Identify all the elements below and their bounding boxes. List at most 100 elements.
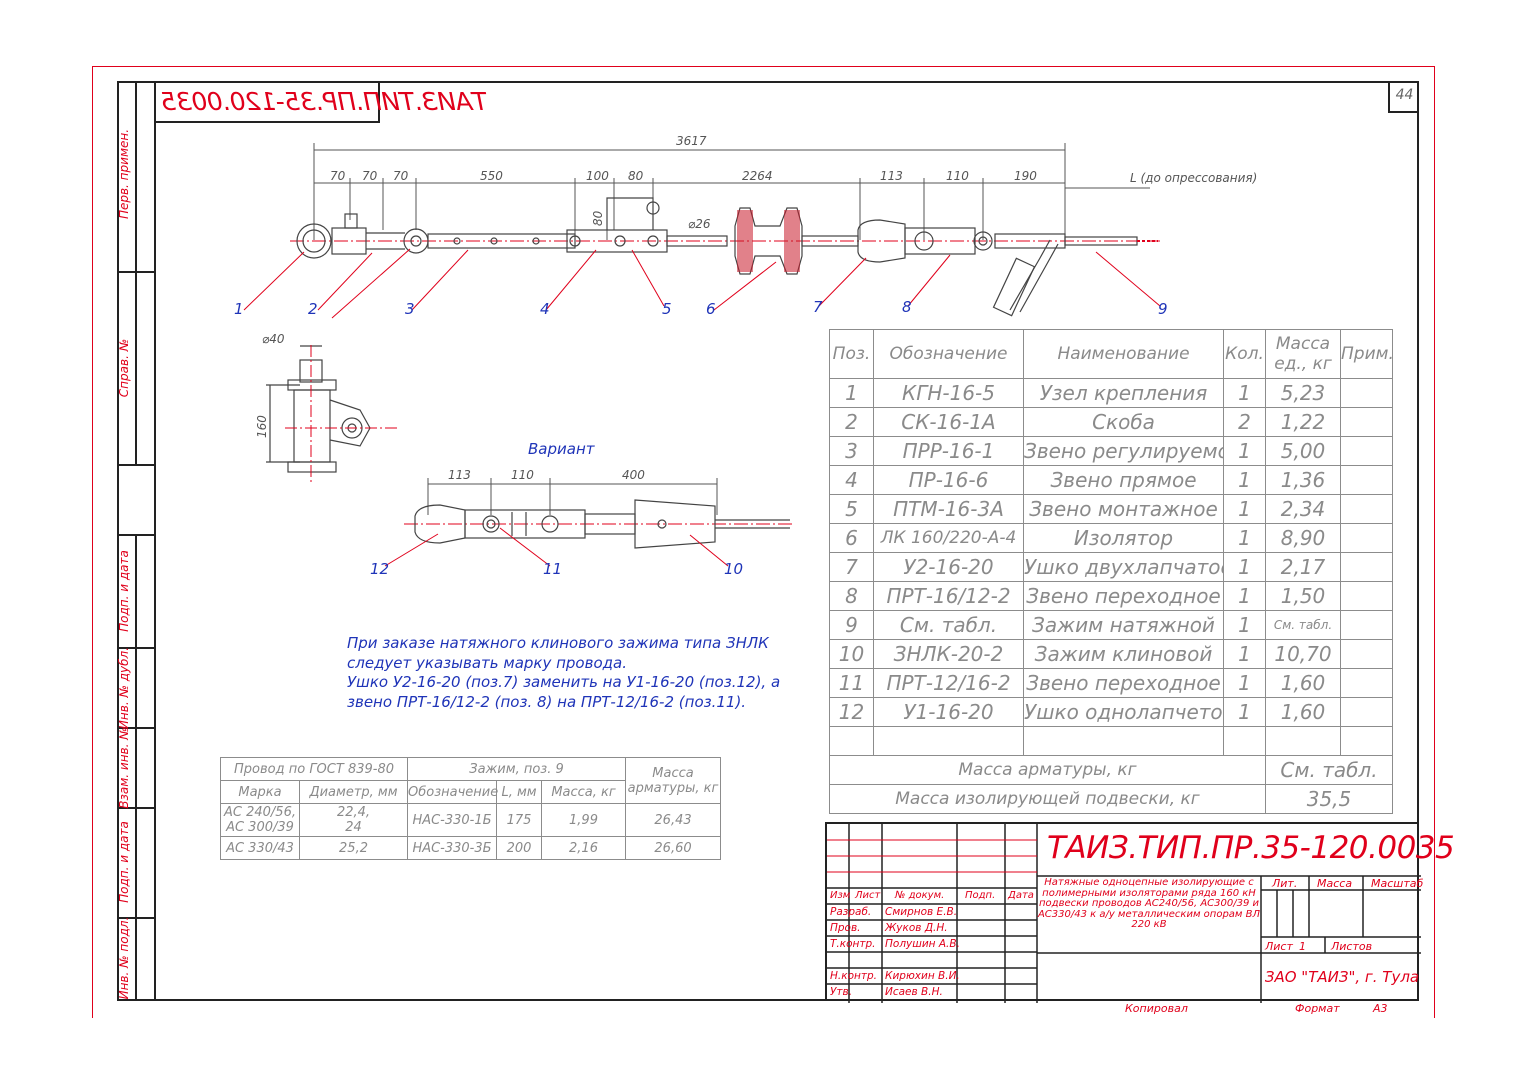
- callout-5: 5: [662, 300, 672, 318]
- variant-callout-12: 12: [370, 560, 389, 578]
- sheets-label: Листов: [1331, 940, 1373, 953]
- table-row-empty: [829, 726, 1393, 756]
- dim-9: 110: [946, 169, 969, 183]
- lit-label: Лит.: [1272, 877, 1298, 890]
- variant-callout-10: 10: [724, 560, 743, 578]
- wire-h-wire: Провод по ГОСТ 839-80: [219, 757, 409, 781]
- col-sign: Подп.: [965, 890, 996, 901]
- wire-h-clamp: Зажим, поз. 9: [407, 757, 627, 781]
- order-note: При заказе натяжного клинового зажима ти…: [347, 634, 780, 712]
- variant-callout-11: 11: [543, 560, 562, 578]
- dim-6: 80: [628, 169, 644, 183]
- role-6: Утв.: [830, 986, 853, 998]
- sheet-no: 1: [1299, 940, 1306, 953]
- callout-7: 7: [813, 298, 823, 316]
- format-value: А3: [1373, 1002, 1388, 1015]
- title-block: ТАИЗ.ТИП.ПР.35-120.0035 Натяжные одноцеп…: [825, 822, 1455, 1003]
- name-2: Жуков Д.Н.: [885, 922, 948, 934]
- company: ЗАО "ТАИЗ", г. Тула: [1264, 968, 1420, 986]
- dim-height: 80: [591, 210, 605, 226]
- dim-2: 70: [362, 169, 378, 183]
- dim-total: 3617: [676, 134, 707, 148]
- side-strip: Перв. примен. Справ. № Подп. и дата Инв.…: [117, 81, 156, 1001]
- variant-dim-2: 110: [511, 468, 534, 482]
- role-1: Разраб.: [830, 906, 872, 918]
- callout-1: 1: [234, 300, 244, 318]
- sheet-number: 44: [1395, 87, 1414, 103]
- callout-2: 2: [308, 300, 318, 318]
- detail-height: 160: [255, 415, 269, 438]
- dim-1: 70: [330, 169, 346, 183]
- sheet-number-box: 44: [1388, 81, 1419, 113]
- mirrored-stamp-box: ТАИЗ.ТИП.ПР.35-120.0035: [155, 81, 487, 123]
- format-label: Формат: [1295, 1002, 1340, 1015]
- scale-label: Масштаб: [1371, 877, 1424, 890]
- dim-5: 100: [586, 169, 609, 183]
- title-block-grid: [827, 824, 1421, 1003]
- role-2: Пров.: [830, 922, 861, 934]
- variant-dim-1: 113: [448, 468, 471, 482]
- outer-border: [92, 66, 1435, 1018]
- spec-h-name: Наименование: [1023, 329, 1224, 379]
- specification-table: Поз. Обозначение Наименование Кол. Масса…: [829, 329, 1393, 814]
- name-5: Кирюхин В.И.: [885, 970, 960, 982]
- wire-table: Провод по ГОСТ 839-80 Зажим, поз. 9 Масс…: [219, 757, 722, 860]
- sheet-label: Лист: [1265, 940, 1293, 953]
- col-doc: № докум.: [895, 890, 945, 901]
- variant-title: Вариант: [528, 440, 595, 458]
- col-list: Лист: [855, 890, 881, 901]
- callout-3: 3: [405, 300, 415, 318]
- name-1: Смирнов Е.В.: [885, 906, 958, 918]
- spec-h-designation: Обозначение: [873, 329, 1024, 379]
- dim-8: 113: [880, 169, 903, 183]
- dim-4: 550: [480, 169, 503, 183]
- order-note-line-4: звено ПРТ-16/12-2 (поз. 8) на ПРТ-12/16-…: [347, 692, 747, 711]
- spec-h-pos: Поз.: [829, 329, 874, 379]
- variant-dim-3: 400: [622, 468, 645, 482]
- spec-header-row: Поз. Обозначение Наименование Кол. Масса…: [829, 329, 1393, 379]
- doc-code: ТАИЗ.ТИП.ПР.35-120.0035: [1047, 830, 1455, 866]
- callout-8: 8: [902, 298, 912, 316]
- spec-h-note: Прим.: [1340, 329, 1393, 379]
- copied-label: Копировал: [1125, 1002, 1188, 1015]
- order-note-line-1: При заказе натяжного клинового зажима ти…: [347, 634, 769, 652]
- col-izm: Изм: [830, 890, 851, 901]
- name-3: Полушин А.В.: [885, 938, 960, 950]
- doc-description: Натяжные одноцепные изолирующие с полиме…: [1037, 877, 1261, 930]
- dim-3: 70: [393, 169, 409, 183]
- spec-h-qty: Кол.: [1223, 329, 1266, 379]
- role-5: Н.контр.: [830, 970, 877, 982]
- dim-7: 2264: [742, 169, 773, 183]
- name-6: Исаев В.Н.: [885, 986, 943, 998]
- drawing-frame: [117, 81, 1419, 1001]
- dim-10: 190: [1014, 169, 1037, 183]
- callout-4: 4: [540, 300, 550, 318]
- role-3: Т.контр.: [830, 938, 876, 950]
- col-date: Дата: [1008, 890, 1034, 901]
- detail-diam: ⌀40: [262, 332, 285, 346]
- wire-header-row: Провод по ГОСТ 839-80 Зажим, поз. 9 Масс…: [219, 757, 722, 804]
- callout-6: 6: [706, 300, 716, 318]
- dim-length-note: L (до опрессования): [1130, 171, 1257, 185]
- order-note-line-2: следует указывать марку провода.: [347, 653, 627, 672]
- mass-label: Масса: [1317, 877, 1353, 890]
